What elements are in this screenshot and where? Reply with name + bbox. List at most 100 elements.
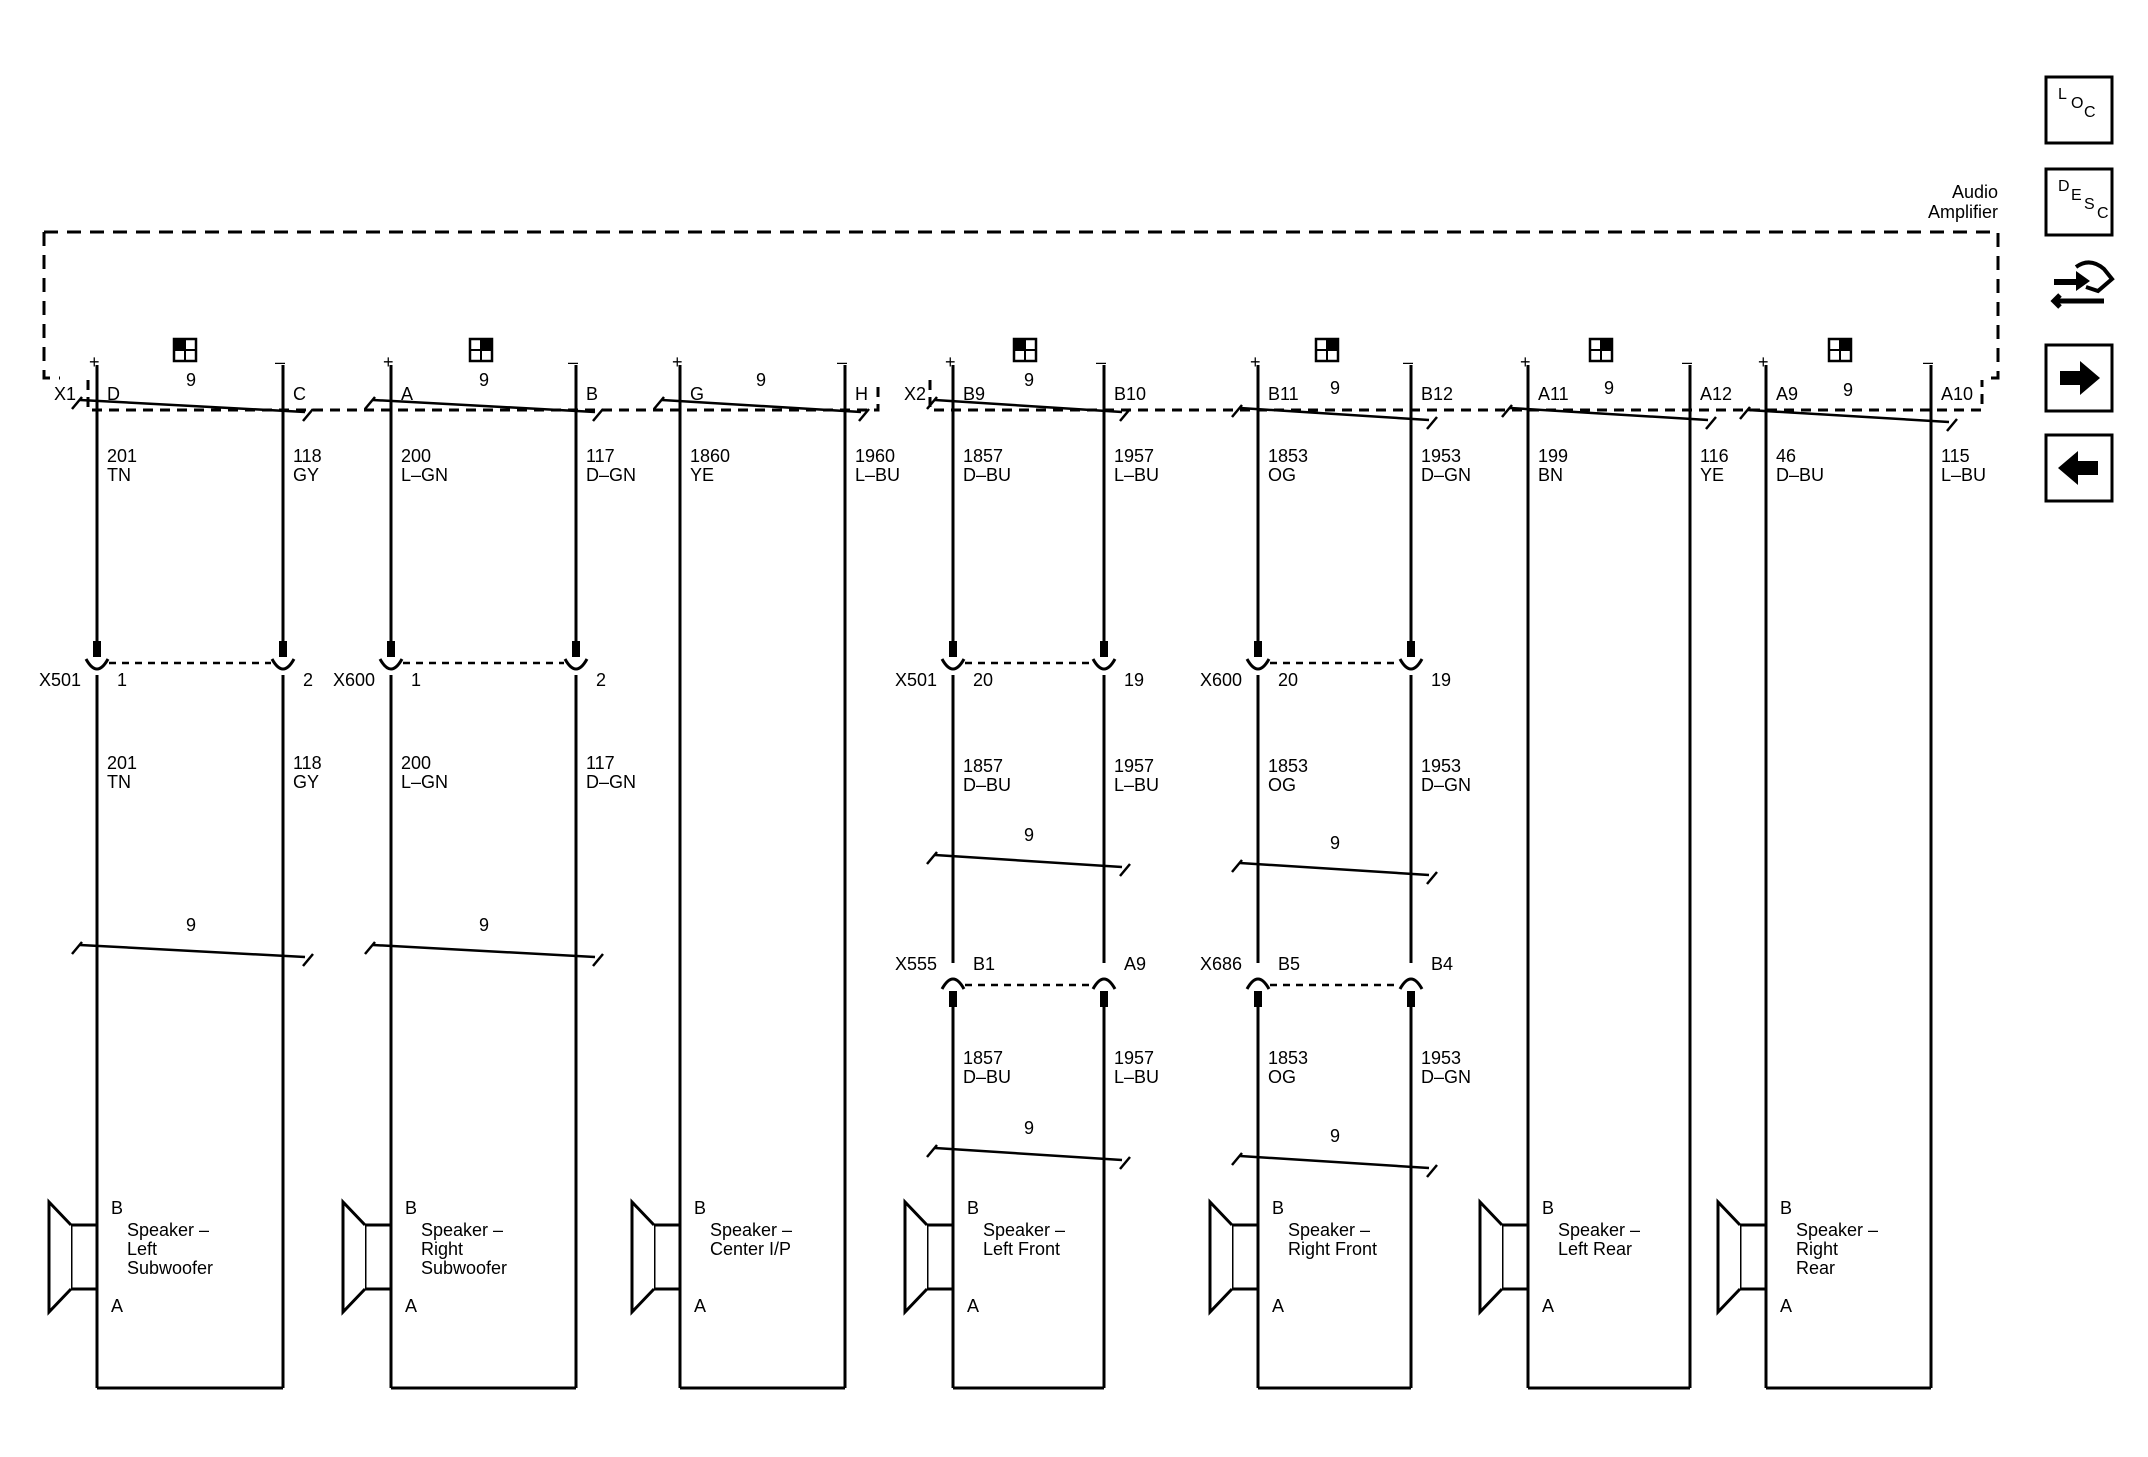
speaker-terminal-a: A xyxy=(694,1296,706,1316)
twist-count: 9 xyxy=(1024,825,1034,845)
twisted-pair-marker: 9 xyxy=(1231,378,1438,430)
wire-number: 1953 xyxy=(1421,756,1461,776)
plus-sign: + xyxy=(89,352,100,372)
loc-button[interactable]: LOC xyxy=(2044,75,2114,145)
pin-label-negative: A12 xyxy=(1700,384,1732,404)
twist-count: 9 xyxy=(1330,378,1340,398)
twist-line xyxy=(79,943,306,959)
twist-tick-right xyxy=(858,408,870,422)
inline-connector-pin xyxy=(940,977,966,1007)
inline-connector-pin xyxy=(378,641,404,671)
wire-number: 1953 xyxy=(1421,1048,1461,1068)
minus-sign: – xyxy=(1096,352,1106,372)
channel-icon-fill xyxy=(1601,339,1612,350)
speaker-cone xyxy=(341,1198,367,1316)
speaker-name-line: Right xyxy=(1796,1239,1838,1259)
service-button[interactable] xyxy=(2050,260,2115,309)
pin-label-positive: B9 xyxy=(963,384,985,404)
cavity-number: 19 xyxy=(1431,670,1451,690)
twist-tick-left xyxy=(364,941,376,955)
loc-button-frame xyxy=(2044,75,2114,145)
inline-connector-pin xyxy=(84,641,110,671)
wire-color: L–GN xyxy=(401,772,448,792)
wire-number: 200 xyxy=(401,753,431,773)
twist-line xyxy=(372,943,596,959)
twist-count: 9 xyxy=(1024,370,1034,390)
twist-tick-right xyxy=(592,953,604,967)
hand-shape xyxy=(2074,260,2115,294)
speaker-name-line: Right xyxy=(421,1239,463,1259)
twisted-pair-marker: 9 xyxy=(926,825,1131,877)
twisted-pair-marker: 9 xyxy=(364,370,604,422)
pin-label-positive: A xyxy=(401,384,413,404)
arrow-right-icon xyxy=(2060,361,2100,395)
twist-tick-left xyxy=(926,851,938,865)
pin-label-positive: B11 xyxy=(1268,384,1299,404)
inline-connector-pin xyxy=(1091,977,1117,1007)
twist-count: 9 xyxy=(1330,833,1340,853)
wire-number: 1957 xyxy=(1114,1048,1154,1068)
module-name-line1: Audio xyxy=(1952,182,1998,202)
twist-tick-left xyxy=(1231,404,1243,418)
loc-icon: LOC xyxy=(2058,86,2096,121)
wire-color: L–BU xyxy=(1114,465,1159,485)
twisted-pair-marker: 9 xyxy=(71,915,314,967)
twist-tick-right xyxy=(1426,1164,1438,1178)
plus-sign: + xyxy=(383,352,394,372)
twist-tick-left xyxy=(1231,859,1243,873)
cavity-number: 19 xyxy=(1124,670,1144,690)
speaker-name-line: Speaker – xyxy=(710,1220,792,1240)
inline-connector-pin xyxy=(1245,641,1271,671)
nav-button-char: C xyxy=(2084,104,2096,121)
amplifier-outline xyxy=(42,230,2000,380)
nav-button-char: S xyxy=(2084,196,2095,213)
channel-icon-fill xyxy=(481,339,492,350)
next-button[interactable] xyxy=(2044,343,2114,413)
speaker-terminal-a: A xyxy=(1542,1296,1554,1316)
inline-connector-pin xyxy=(1398,641,1424,671)
cavity-number: A9 xyxy=(1124,954,1146,974)
arrow-left-icon xyxy=(2058,451,2098,485)
inline-connector-label: X555 xyxy=(895,954,937,974)
twist-line xyxy=(1239,406,1430,422)
wrench-shape xyxy=(2050,293,2104,309)
twist-tick-right xyxy=(1705,416,1717,430)
cavity-number: 2 xyxy=(303,670,313,690)
wire-number: 1960 xyxy=(855,446,895,466)
speaker-cone xyxy=(47,1198,73,1316)
wire-color: OG xyxy=(1268,775,1296,795)
speaker-cone xyxy=(1716,1198,1742,1316)
wire-color: D–BU xyxy=(963,775,1011,795)
pin-male xyxy=(949,641,957,657)
wire-color: L–BU xyxy=(1941,465,1986,485)
speaker-name-line: Speaker – xyxy=(1288,1220,1370,1240)
twist-line xyxy=(1747,408,1950,424)
cavity-number: 1 xyxy=(117,670,127,690)
connector-x2-box xyxy=(928,380,1984,412)
twist-count: 9 xyxy=(1843,380,1853,400)
cavity-number: B5 xyxy=(1278,954,1300,974)
pin-female xyxy=(1245,977,1271,990)
pin-female xyxy=(563,658,589,671)
twist-count: 9 xyxy=(1604,378,1614,398)
twist-line xyxy=(934,398,1123,414)
plus-sign: + xyxy=(945,352,956,372)
amplifier-channel-icon xyxy=(172,337,198,363)
speaker-terminal-b: B xyxy=(405,1198,417,1218)
previous-button[interactable] xyxy=(2044,433,2114,503)
speaker-name-line: Speaker – xyxy=(127,1220,209,1240)
twist-line xyxy=(1239,1154,1430,1170)
nav-button-char: O xyxy=(2071,95,2083,112)
wire-number: 117 xyxy=(586,753,615,773)
twist-line xyxy=(934,1146,1123,1162)
wire-color: GY xyxy=(293,772,319,792)
pin-male xyxy=(1100,991,1108,1007)
minus-sign: – xyxy=(1403,352,1413,372)
plus-sign: + xyxy=(1758,352,1769,372)
wire-number: 116 xyxy=(1700,446,1729,466)
